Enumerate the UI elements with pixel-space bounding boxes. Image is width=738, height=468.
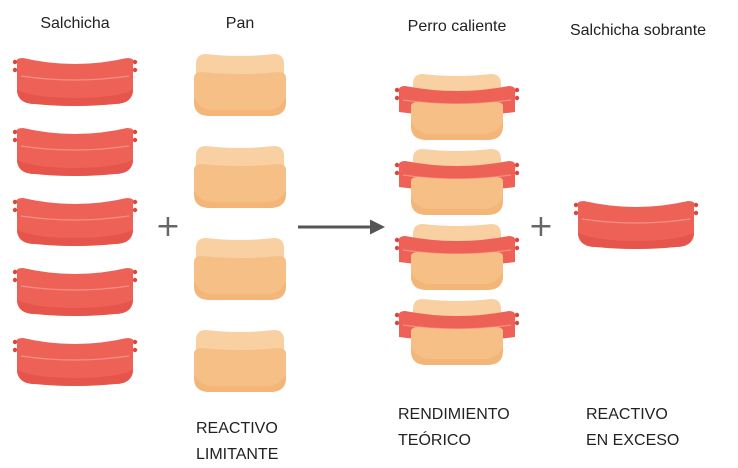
hotdog-icon xyxy=(394,73,520,141)
caption-line: REACTIVO xyxy=(586,406,668,423)
sausage-icon xyxy=(12,267,138,317)
caption-theoretical-yield: RENDIMIENTO TEÓRICO xyxy=(398,402,510,454)
heading-bun: Pan xyxy=(225,15,255,32)
sausage-icon xyxy=(12,57,138,107)
caption-line: RENDIMIENTO xyxy=(398,406,510,423)
bun-icon xyxy=(194,330,286,392)
leftover-sausage-icon xyxy=(573,200,699,250)
caption-line: LIMITANTE xyxy=(196,446,279,463)
caption-line: EN EXCESO xyxy=(586,432,680,449)
caption-excess-reactant: REACTIVO EN EXCESO xyxy=(586,402,679,454)
plus-sign: + xyxy=(528,209,554,244)
plus-sign: + xyxy=(155,209,181,244)
heading-hotdog: Perro caliente xyxy=(407,18,507,35)
heading-leftover-sausage: Salchicha sobrante xyxy=(569,22,707,39)
heading-sausage: Salchicha xyxy=(40,15,110,32)
hotdog-icon xyxy=(394,298,520,366)
caption-limiting-reactant: REACTIVO LIMITANTE xyxy=(196,416,278,468)
bun-icon xyxy=(194,146,286,208)
sausage-icon xyxy=(12,197,138,247)
caption-line: REACTIVO xyxy=(196,420,278,437)
hotdog-icon xyxy=(394,148,520,216)
bun-icon xyxy=(194,54,286,116)
sausage-icon xyxy=(12,337,138,387)
bun-icon xyxy=(194,238,286,300)
sausage-icon xyxy=(12,127,138,177)
caption-line: TEÓRICO xyxy=(398,432,471,449)
hotdog-icon xyxy=(394,223,520,291)
